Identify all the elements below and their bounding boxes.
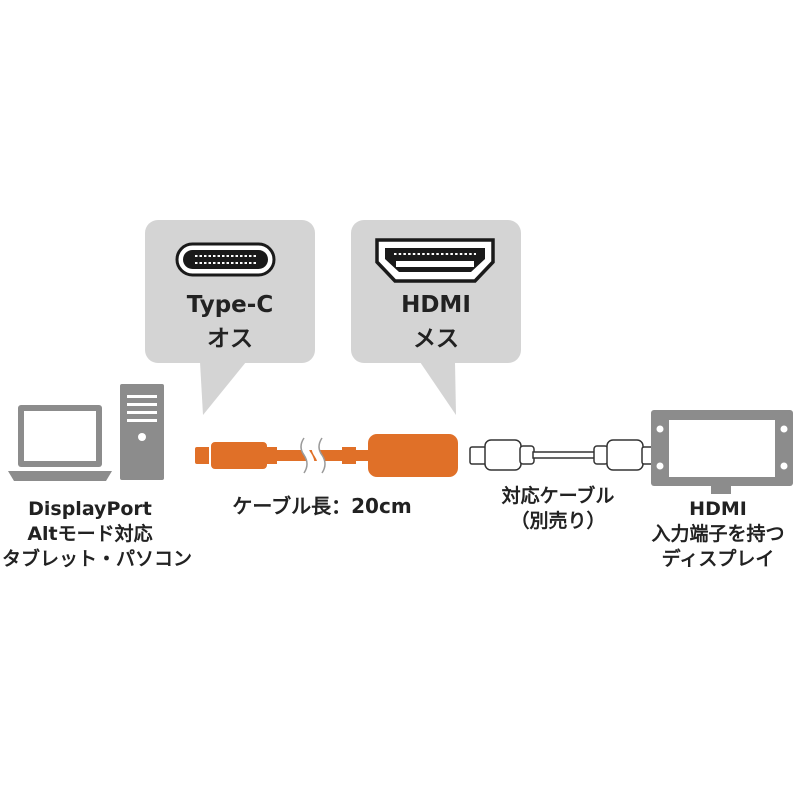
cable-length-label: ケーブル長：20cm [232, 494, 412, 518]
cable-line-2: （別売り） [510, 510, 606, 532]
hdmi-connector-name: HDMI [401, 292, 471, 318]
typec-connector-name: Type-C [186, 292, 274, 318]
cable-line-1: 対応ケーブル [501, 485, 615, 507]
source-line-1: DisplayPort [28, 498, 152, 520]
adapter-cable [195, 434, 458, 477]
laptop-icon [8, 405, 112, 481]
cable-break-mark [300, 436, 326, 475]
display-line-2: 入力端子を持つ [651, 523, 785, 545]
hdmi-callout-label: HDMI メス [351, 288, 521, 356]
hdmi-port-icon [375, 238, 495, 283]
source-line-3: タブレット・パソコン [2, 548, 193, 570]
desktop-tower-icon [120, 384, 164, 480]
display-device-label: HDMI 入力端子を持つ ディスプレイ [636, 497, 800, 572]
hdmi-connector-gender: メス [413, 326, 459, 352]
display-line-1: HDMI [689, 498, 747, 520]
source-device-label: DisplayPort Altモード対応 タブレット・パソコン [2, 497, 193, 572]
tv-monitor-icon [651, 410, 793, 494]
source-line-2: Altモード対応 [27, 523, 153, 545]
typec-callout-label: Type-C オス [145, 288, 315, 356]
typec-connector-gender: オス [207, 326, 253, 352]
compatible-cable-label: 対応ケーブル （別売り） [478, 484, 638, 534]
display-line-3: ディスプレイ [661, 548, 775, 570]
usb-c-port-icon [175, 242, 276, 277]
hdmi-cable [469, 439, 659, 471]
